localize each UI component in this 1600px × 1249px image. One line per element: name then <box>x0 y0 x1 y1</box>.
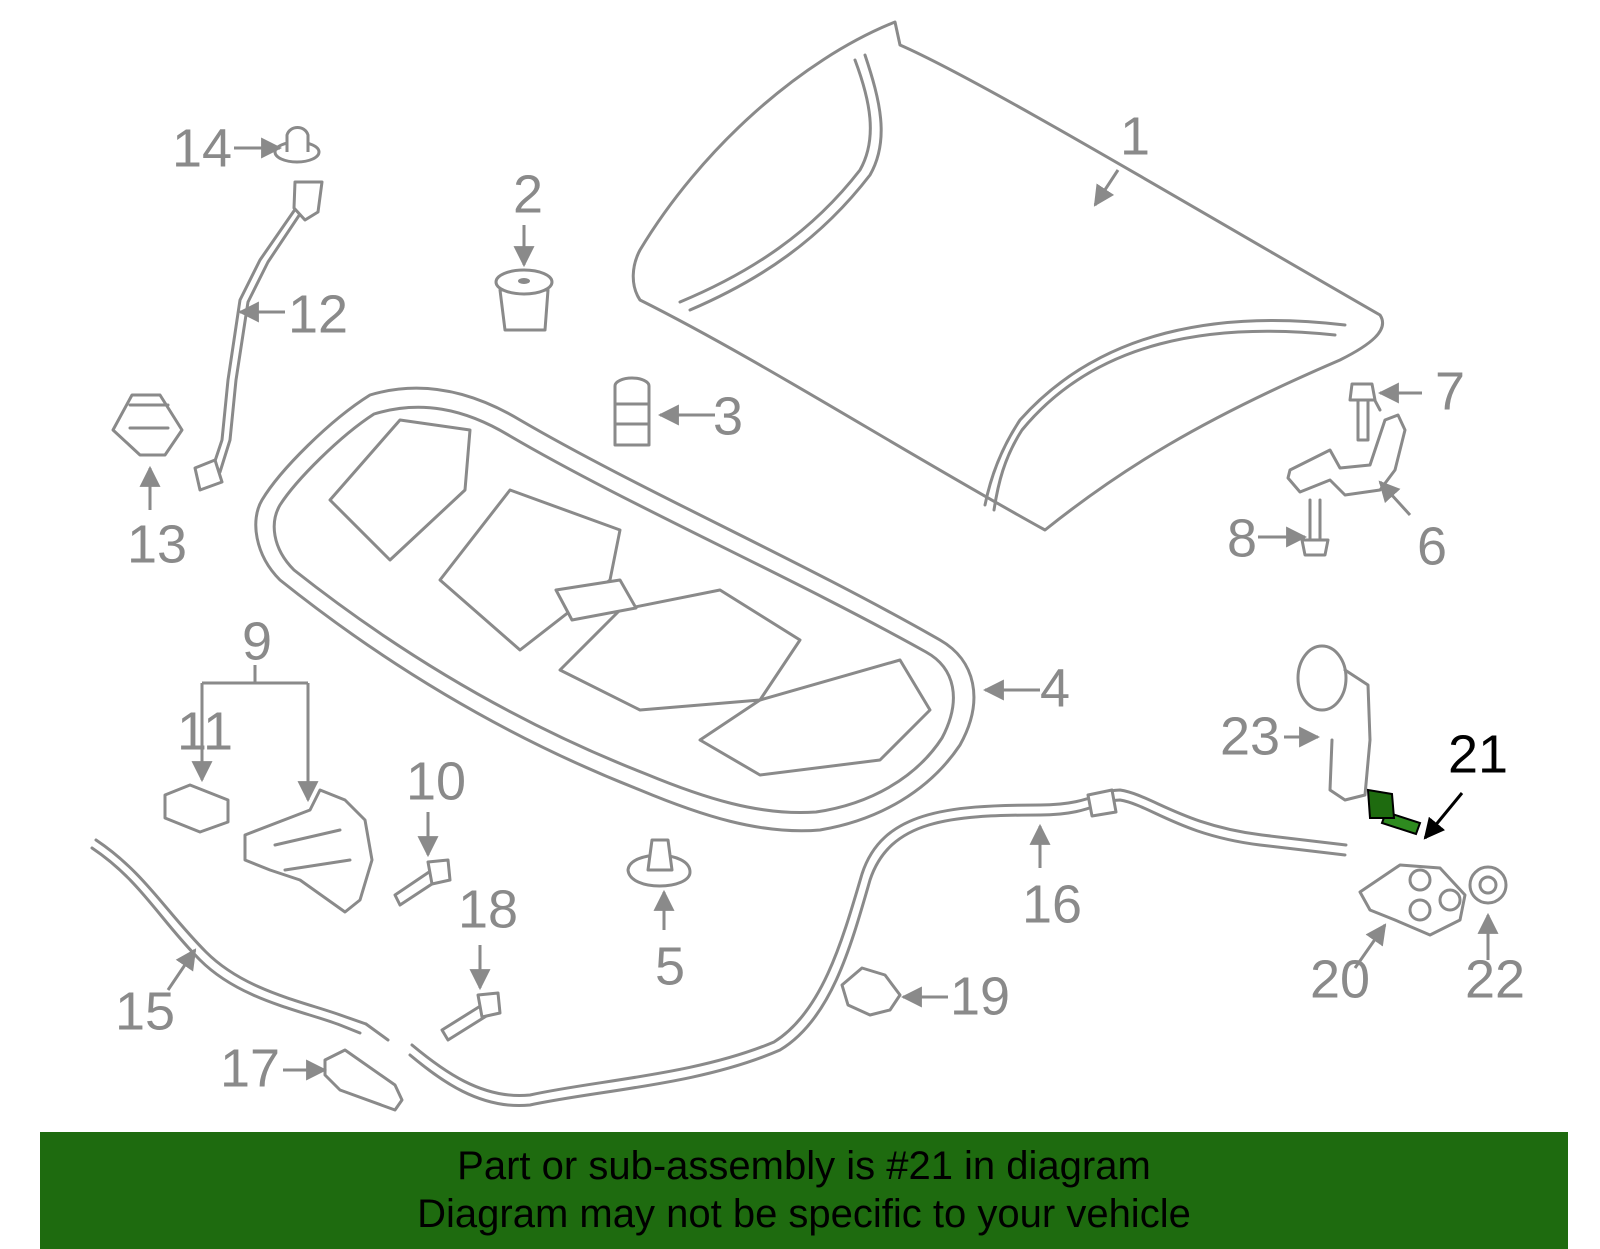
callout-arrows <box>139 137 1499 1081</box>
callout-9: 9 <box>242 611 272 671</box>
callout-19: 19 <box>950 966 1010 1026</box>
grommet <box>613 376 651 447</box>
callout-4: 4 <box>1040 658 1070 718</box>
hood-panel <box>631 20 1384 532</box>
callout-5: 5 <box>655 936 685 996</box>
latch-bracket <box>1286 393 1407 497</box>
switch-11 <box>163 783 230 834</box>
callout-8: 8 <box>1227 508 1257 568</box>
hood-latch <box>243 788 374 914</box>
prop-rod-holder-13 <box>111 393 184 457</box>
callout-22: 22 <box>1465 949 1525 1009</box>
release-cable-15 <box>90 838 390 1042</box>
clip <box>626 838 692 888</box>
nut-22 <box>1468 865 1508 905</box>
hood-insulator <box>254 386 976 833</box>
callout-2: 2 <box>513 164 543 224</box>
hood-lock-20 <box>1358 863 1467 937</box>
callout-21: 21 <box>1448 724 1508 784</box>
release-cable-16 <box>408 788 1348 1108</box>
callout-15: 15 <box>115 981 175 1041</box>
callout-6: 6 <box>1417 516 1447 576</box>
bolt-18 <box>440 991 502 1042</box>
banner-line-2: Diagram may not be specific to your vehi… <box>417 1192 1191 1236</box>
callout-11: 11 <box>177 701 233 761</box>
callout-7: 7 <box>1435 361 1465 421</box>
prop-rod <box>193 180 324 492</box>
callout-14: 14 <box>172 118 232 178</box>
bolt-10 <box>393 858 452 907</box>
hood-bumper <box>494 268 554 332</box>
bolt-7 <box>1348 382 1377 442</box>
bolt-8 <box>1300 498 1330 557</box>
callout-18: 18 <box>458 879 518 939</box>
cable-clip-17 <box>323 1048 404 1112</box>
callout-12: 12 <box>288 284 348 344</box>
callout-3: 3 <box>713 386 743 446</box>
cable-clip-19 <box>840 966 902 1017</box>
callout-10: 10 <box>406 751 466 811</box>
callout-17: 17 <box>220 1038 280 1098</box>
callout-13: 13 <box>127 514 187 574</box>
retainer-14 <box>273 126 321 164</box>
info-banner: Part or sub-assembly is #21 in diagram D… <box>40 1132 1568 1249</box>
banner-line-1: Part or sub-assembly is #21 in diagram <box>457 1144 1151 1188</box>
bolt-21 <box>1366 788 1422 836</box>
callout-16: 16 <box>1022 874 1082 934</box>
striker-bracket-23 <box>1296 644 1372 802</box>
callout-20: 20 <box>1310 949 1370 1009</box>
callout-1: 1 <box>1120 106 1150 166</box>
callout-23: 23 <box>1220 706 1280 766</box>
